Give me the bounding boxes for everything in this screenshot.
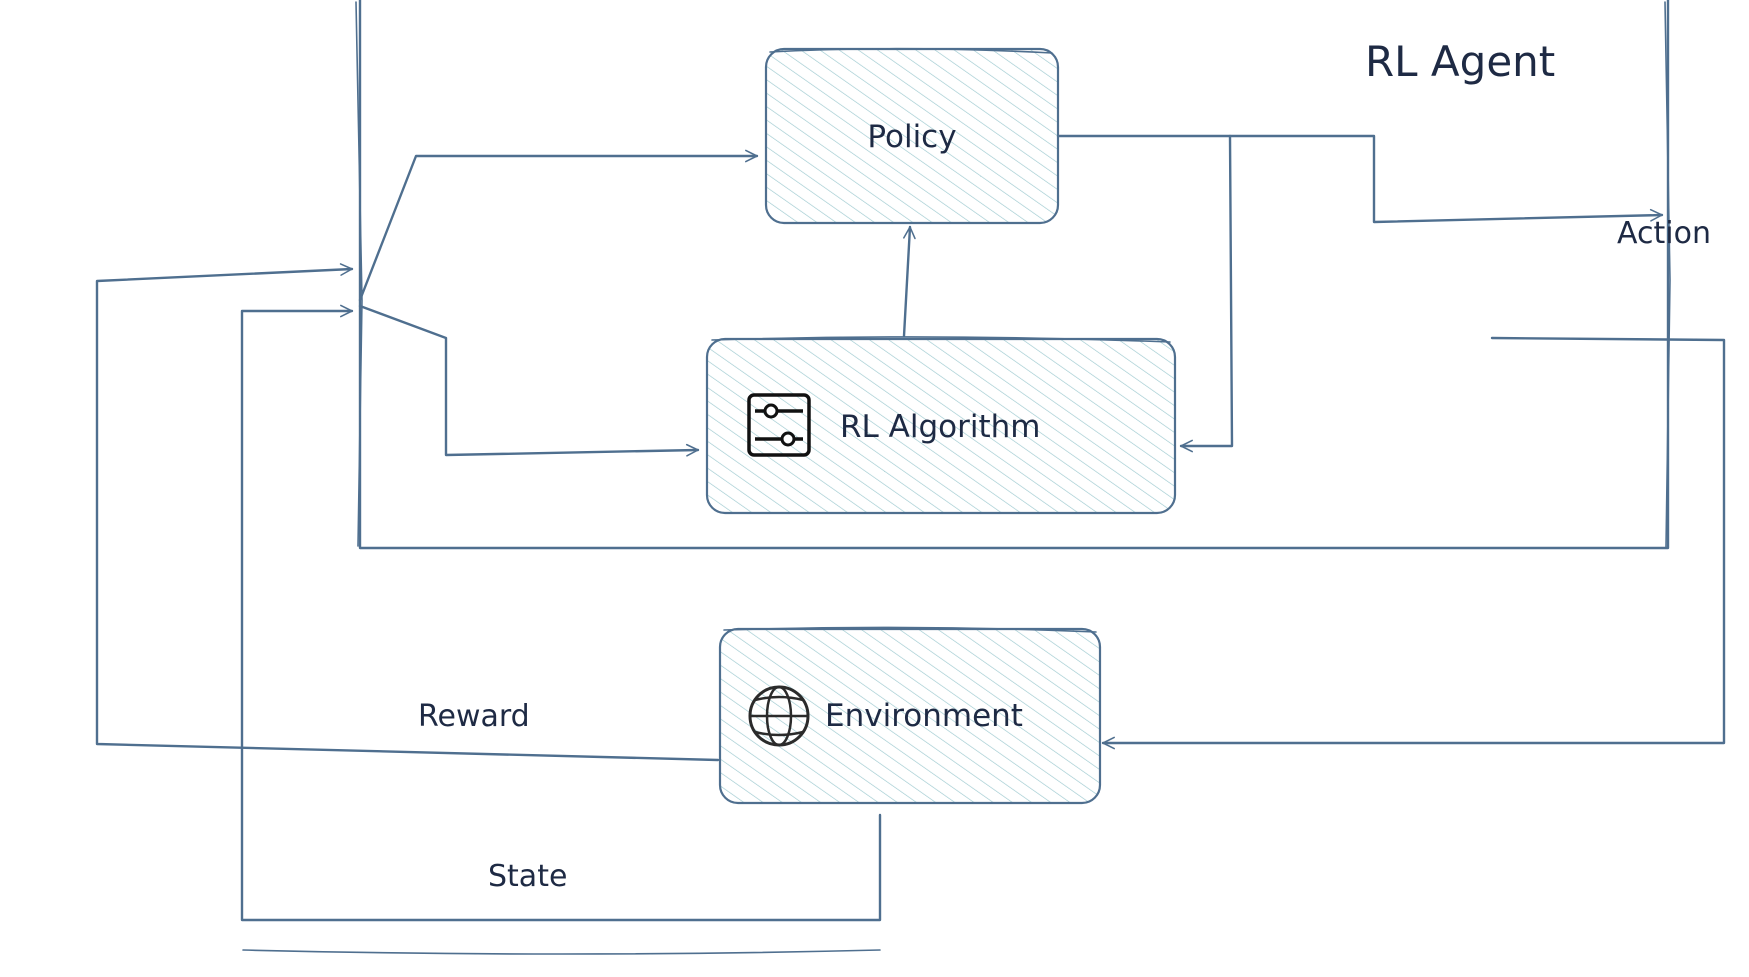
- edge-hub-to-policy: [358, 149, 759, 302]
- rl-agent-title: RL Agent: [1365, 37, 1555, 86]
- policy-node[interactable]: Policy: [764, 47, 1060, 225]
- edge-policy-to-action: [1056, 134, 1664, 224]
- action-label: Action: [1617, 216, 1711, 251]
- policy-label: Policy: [867, 119, 956, 155]
- edge-hub-to-rl-algorithm: [358, 304, 700, 457]
- edge-policy-to-rl-algorithm: [1179, 134, 1234, 453]
- edge-action-to-environment: [1101, 336, 1726, 750]
- edge-state: [240, 304, 882, 922]
- globe-icon: [748, 685, 810, 747]
- state-label: State: [488, 859, 567, 894]
- edge-rl-algorithm-to-policy: [902, 225, 916, 338]
- rl-algorithm-node[interactable]: RL Algorithm: [705, 336, 1177, 515]
- rl-agent-container: [355, 0, 1671, 550]
- state-underline: [242, 949, 881, 955]
- sliders-icon: [747, 393, 811, 457]
- environment-label: Environment: [825, 698, 1023, 734]
- rl-algorithm-label: RL Algorithm: [840, 409, 1041, 445]
- edge-reward: [95, 263, 720, 762]
- environment-node[interactable]: Environment: [718, 626, 1102, 805]
- reward-label: Reward: [418, 699, 530, 734]
